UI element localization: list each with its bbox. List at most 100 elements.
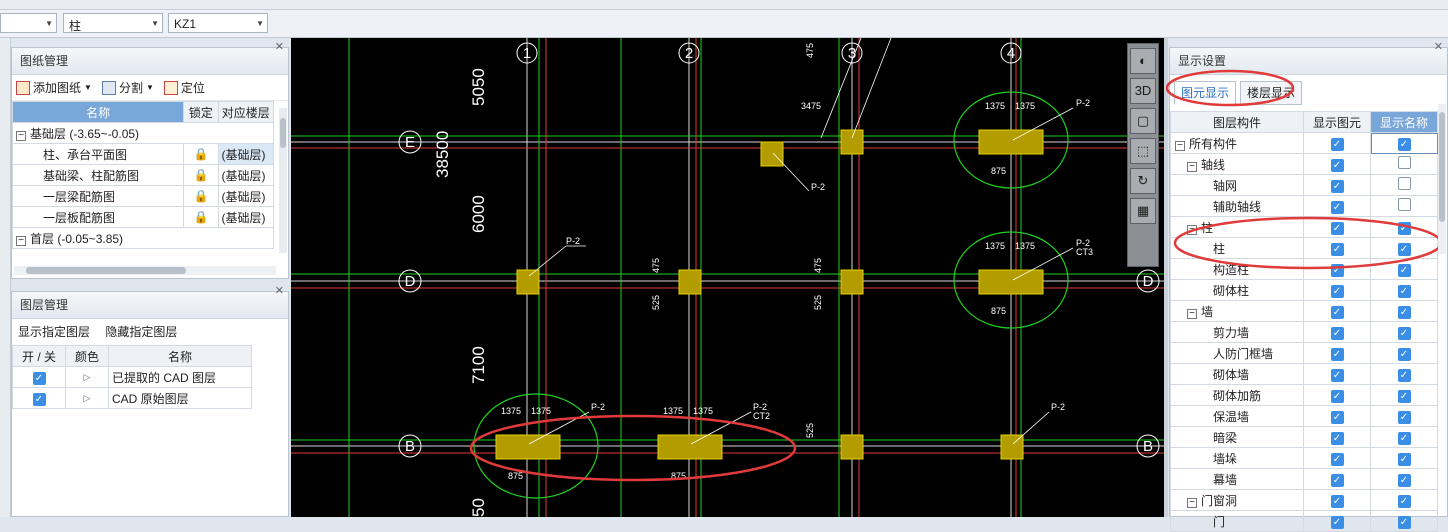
drawing-row[interactable]: 基础梁、柱配筋图🔒(基础层) xyxy=(11,164,275,186)
show-element-checkbox[interactable]: ✓ xyxy=(1330,431,1344,445)
show-element-checkbox[interactable]: ✓ xyxy=(1330,137,1344,151)
show-element-checkbox[interactable]: ✓ xyxy=(1330,368,1344,382)
show-name-checkbox[interactable]: ✓ xyxy=(1397,326,1411,340)
show-element-checkbox[interactable]: ✓ xyxy=(1330,515,1344,529)
display-row[interactable]: 砌体柱✓✓ xyxy=(1170,279,1438,301)
layer-toggle-checkbox[interactable]: ✓ xyxy=(32,392,46,406)
expand-arrow-icon[interactable]: ▷ xyxy=(83,392,91,403)
show-name-checkbox[interactable]: ✓ xyxy=(1397,410,1411,424)
split-button[interactable]: 分割▼ xyxy=(101,79,154,96)
display-row[interactable]: 砌体加筋✓✓ xyxy=(1170,384,1438,406)
cad-canvas[interactable]: 1 2 3 4 E D B D B 5050 38500 6000 7100 5… xyxy=(291,38,1164,517)
display-row[interactable]: 门✓✓ xyxy=(1170,510,1438,532)
show-name-checkbox[interactable]: ✓ xyxy=(1397,263,1411,277)
show-name-checkbox[interactable] xyxy=(1397,177,1411,190)
show-name-checkbox[interactable]: ✓ xyxy=(1397,347,1411,361)
show-element-checkbox[interactable]: ✓ xyxy=(1330,347,1344,361)
floor-select[interactable]: ▼ xyxy=(0,13,57,33)
close-icon[interactable]: ✕ xyxy=(274,285,284,297)
show-element-checkbox[interactable]: ✓ xyxy=(1330,452,1344,466)
display-row[interactable]: 砌体墙✓✓ xyxy=(1170,363,1438,385)
display-row[interactable]: 轴网✓ xyxy=(1170,174,1438,196)
close-icon[interactable]: ✕ xyxy=(274,41,284,53)
display-row[interactable]: 剪力墙✓✓ xyxy=(1170,321,1438,343)
display-row[interactable]: −门窗洞✓✓ xyxy=(1170,489,1438,511)
drawing-row[interactable]: 一层板配筋图🔒(基础层) xyxy=(11,206,275,228)
hide-layer-button[interactable]: 隐藏指定图层 xyxy=(105,325,178,339)
display-row[interactable]: 暗梁✓✓ xyxy=(1170,426,1438,448)
display-row[interactable]: 幕墙✓✓ xyxy=(1170,468,1438,490)
component-select[interactable]: KZ1 ▼ xyxy=(168,13,268,33)
layer-toggle-checkbox[interactable]: ✓ xyxy=(32,371,46,385)
rotate-icon[interactable]: ↻ xyxy=(1130,168,1156,194)
show-layer-button[interactable]: 显示指定图层 xyxy=(18,325,91,339)
collapse-icon[interactable]: − xyxy=(1187,308,1197,319)
vertical-scrollbar[interactable] xyxy=(279,108,287,253)
scrollbar-thumb[interactable] xyxy=(1439,112,1445,222)
drawing-row[interactable]: 一层梁配筋图🔒(基础层) xyxy=(11,185,275,207)
drawing-row[interactable]: 柱、承台平面图🔒(基础层) xyxy=(11,143,275,165)
show-element-checkbox[interactable]: ✓ xyxy=(1330,473,1344,487)
display-row[interactable]: 辅助轴线✓ xyxy=(1170,195,1438,217)
show-element-checkbox[interactable]: ✓ xyxy=(1330,242,1344,256)
top-view-icon[interactable]: ▢ xyxy=(1130,108,1156,134)
scrollbar-thumb[interactable] xyxy=(280,118,286,148)
show-name-checkbox[interactable] xyxy=(1397,198,1411,211)
show-element-checkbox[interactable]: ✓ xyxy=(1330,179,1344,193)
display-row[interactable]: 柱✓✓ xyxy=(1170,237,1438,259)
scrollbar-thumb[interactable] xyxy=(26,267,186,274)
show-element-checkbox[interactable]: ✓ xyxy=(1330,410,1344,424)
locate-button[interactable]: 定位 xyxy=(163,79,205,96)
show-name-checkbox[interactable]: ✓ xyxy=(1397,137,1411,151)
lock-icon[interactable]: 🔒 xyxy=(193,210,209,224)
collapse-icon[interactable]: − xyxy=(1175,140,1185,151)
collapse-icon[interactable]: − xyxy=(1187,497,1197,508)
lock-icon[interactable]: 🔒 xyxy=(193,189,209,203)
orbit-icon[interactable]: ◐ xyxy=(1130,48,1156,74)
show-element-checkbox[interactable]: ✓ xyxy=(1330,389,1344,403)
tab-element-display[interactable]: 图元显示 xyxy=(1174,81,1237,105)
horizontal-scrollbar[interactable] xyxy=(14,266,276,275)
show-name-checkbox[interactable]: ✓ xyxy=(1397,242,1411,256)
show-name-checkbox[interactable]: ✓ xyxy=(1397,515,1411,529)
display-row[interactable]: −柱✓✓ xyxy=(1170,216,1438,238)
add-drawing-button[interactable]: 添加图纸▼ xyxy=(16,79,92,96)
show-element-checkbox[interactable]: ✓ xyxy=(1330,221,1344,235)
show-name-checkbox[interactable]: ✓ xyxy=(1397,389,1411,403)
collapse-icon[interactable]: − xyxy=(16,130,26,141)
grid-view-icon[interactable]: ▦ xyxy=(1130,198,1156,224)
show-name-checkbox[interactable] xyxy=(1397,156,1411,169)
expand-arrow-icon[interactable]: ▷ xyxy=(83,371,91,382)
display-row[interactable]: −墙✓✓ xyxy=(1170,300,1438,322)
show-name-checkbox[interactable]: ✓ xyxy=(1397,284,1411,298)
floor-group-row[interactable]: −首层 (-0.05~3.85) xyxy=(12,227,274,249)
display-row[interactable]: 保温墙✓✓ xyxy=(1170,405,1438,427)
layer-row[interactable]: ✓▷CAD 原始图层 xyxy=(12,387,252,409)
show-name-checkbox[interactable]: ✓ xyxy=(1397,305,1411,319)
lock-icon[interactable]: 🔒 xyxy=(193,168,209,182)
show-element-checkbox[interactable]: ✓ xyxy=(1330,284,1344,298)
lock-icon[interactable]: 🔒 xyxy=(193,147,209,161)
layer-row[interactable]: ✓▷已提取的 CAD 图层 xyxy=(12,366,252,388)
floor-group-row[interactable]: −基础层 (-3.65~-0.05) xyxy=(12,122,274,144)
show-element-checkbox[interactable]: ✓ xyxy=(1330,200,1344,214)
show-name-checkbox[interactable]: ✓ xyxy=(1397,368,1411,382)
show-element-checkbox[interactable]: ✓ xyxy=(1330,158,1344,172)
vertical-scrollbar[interactable] xyxy=(1438,104,1446,254)
show-name-checkbox[interactable]: ✓ xyxy=(1397,494,1411,508)
box-view-icon[interactable]: ⬚ xyxy=(1130,138,1156,164)
show-element-checkbox[interactable]: ✓ xyxy=(1330,305,1344,319)
show-element-checkbox[interactable]: ✓ xyxy=(1330,326,1344,340)
show-name-checkbox[interactable]: ✓ xyxy=(1397,473,1411,487)
collapse-icon[interactable]: − xyxy=(16,235,26,246)
display-row[interactable]: 构造柱✓✓ xyxy=(1170,258,1438,280)
display-row[interactable]: −所有构件✓✓ xyxy=(1170,132,1438,154)
display-row[interactable]: −轴线✓ xyxy=(1170,153,1438,175)
splitter[interactable] xyxy=(1164,38,1168,517)
display-row[interactable]: 墙垛✓✓ xyxy=(1170,447,1438,469)
component-type-select[interactable]: 柱 ▼ xyxy=(63,13,163,33)
close-icon[interactable]: ✕ xyxy=(1433,41,1443,53)
show-name-checkbox[interactable]: ✓ xyxy=(1397,452,1411,466)
display-row[interactable]: 人防门框墙✓✓ xyxy=(1170,342,1438,364)
show-element-checkbox[interactable]: ✓ xyxy=(1330,494,1344,508)
